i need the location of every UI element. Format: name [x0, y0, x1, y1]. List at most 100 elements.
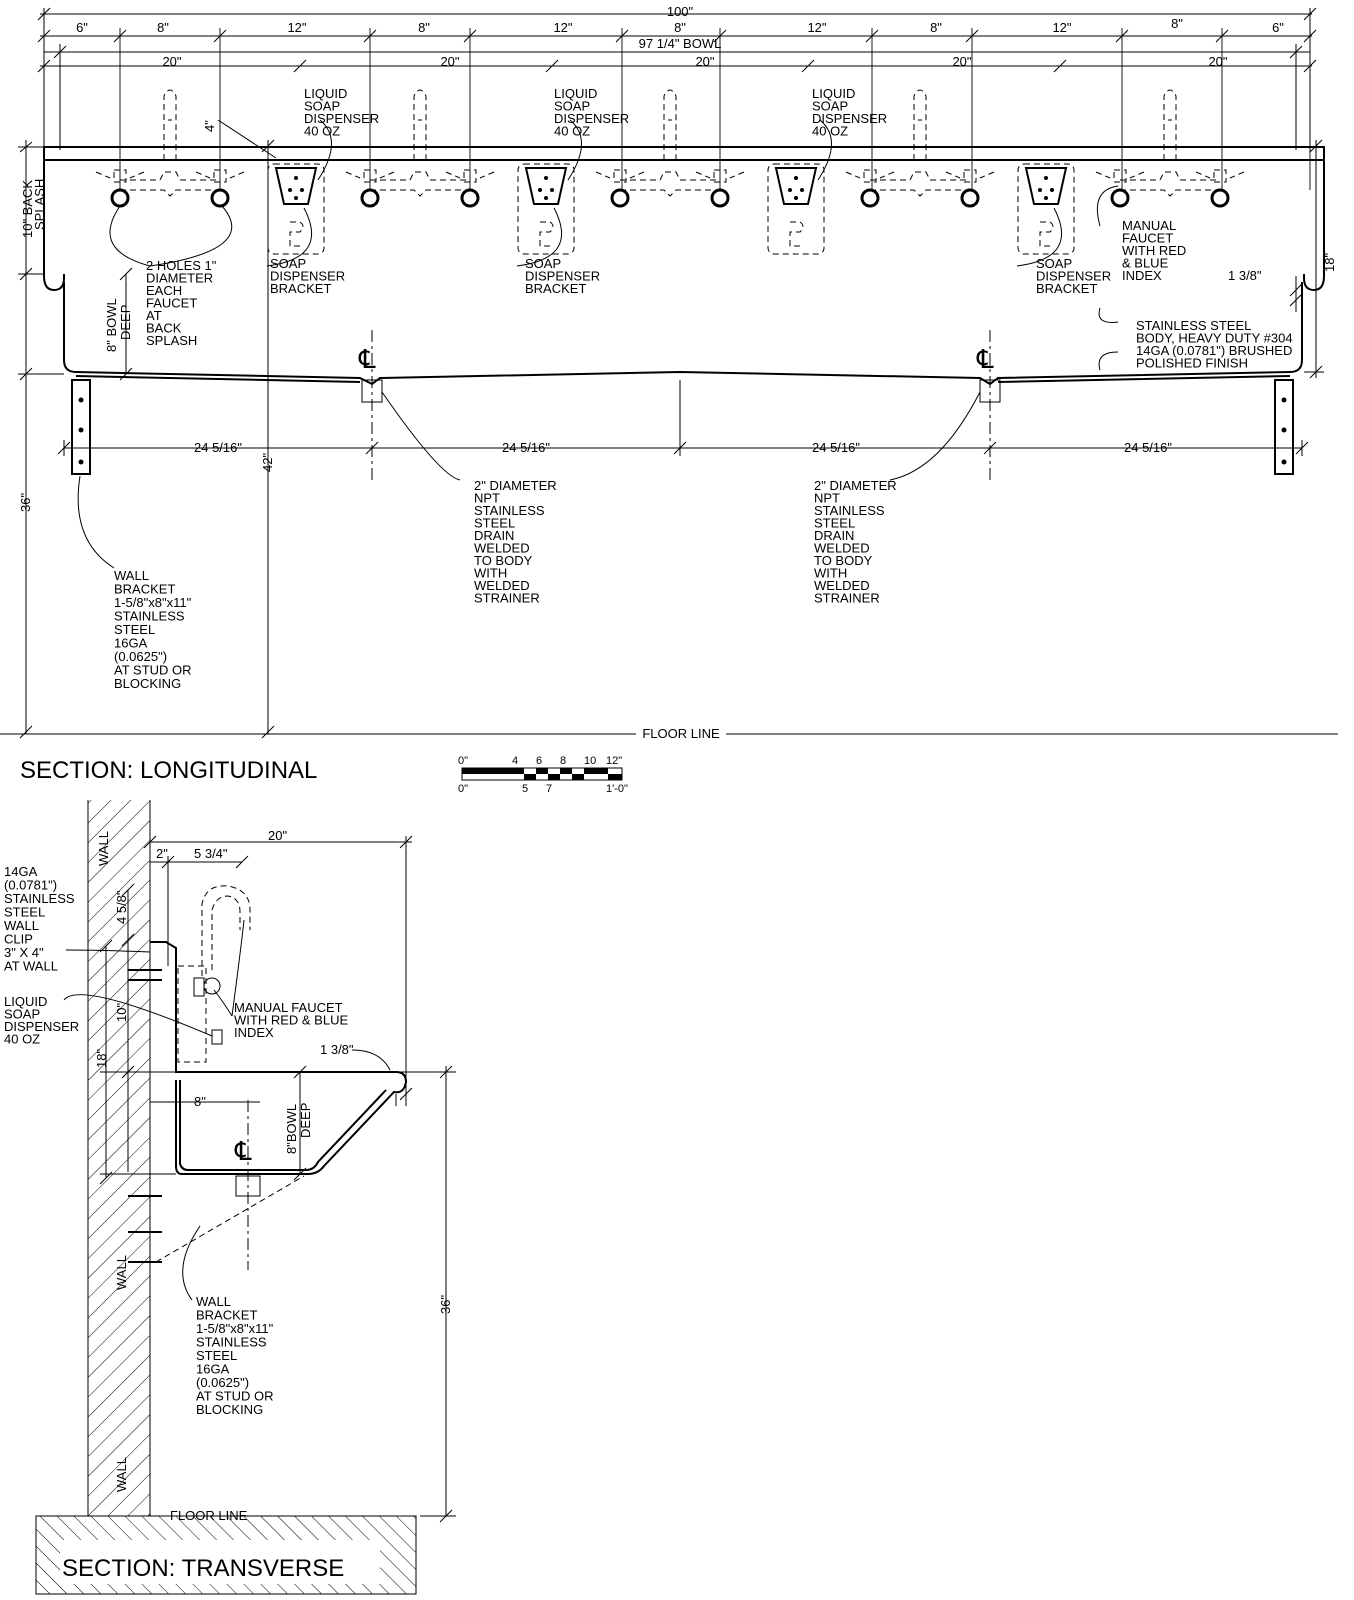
label-liquid-soap-2-line: LIQUID: [554, 86, 597, 101]
dim-back-splash-1: 10" BACK: [20, 180, 35, 238]
label-wall-bracket-line: AT STUD OR: [114, 663, 192, 678]
label-t-wall-bracket-line: BRACKET: [196, 1308, 257, 1323]
wall-label-1: WALL: [96, 831, 111, 866]
label-drain-2-line: NPT: [814, 491, 840, 506]
faucet-group: [95, 89, 1245, 208]
dim-twenty-3: 20": [695, 54, 714, 69]
bottom-dimensions: [57, 380, 1309, 456]
label-two-holes-line: DIAMETER: [146, 271, 213, 286]
label-soap-bracket-3-line: SOAP: [1036, 256, 1072, 271]
dim-forty-two: 42": [260, 453, 275, 472]
label-manual-faucet-line: INDEX: [1122, 268, 1162, 283]
label-wall-clip-line: STAINLESS: [4, 891, 75, 906]
soap-dispenser-4: [1017, 163, 1075, 255]
label-wall-bracket-line: BLOCKING: [114, 676, 181, 691]
faucet-station-4: [845, 89, 995, 208]
dim-thirty-six: 36": [18, 493, 33, 512]
label-wall-clip-line: AT WALL: [4, 959, 58, 974]
scale-bot-1: 5: [522, 783, 528, 795]
dim-t-10: 10": [114, 1003, 129, 1022]
right-dimensions: [1289, 139, 1324, 379]
label-t-liquid-soap-line: LIQUID: [4, 994, 47, 1009]
label-stainless-body-line: STAINLESS STEEL: [1136, 318, 1251, 333]
label-wall-bracket-line: 1-5/8"x8"x11": [114, 595, 192, 610]
label-stainless-body-line: BODY, HEAVY DUTY #304: [1136, 331, 1293, 346]
dim-seg-4: 8": [418, 20, 430, 35]
label-drain-1-line: STRAINER: [474, 591, 540, 606]
label-drain-1-line: NPT: [474, 491, 500, 506]
dim-t-bowl-deep-1: 8"BOWL: [284, 1104, 299, 1154]
label-wall-clip-line: 3" X 4": [4, 945, 44, 960]
centerline-symbol-transverse: ℄: [234, 1137, 252, 1166]
label-soap-bracket-2-line: DISPENSER: [525, 269, 600, 284]
dim-seg-2: 8": [157, 20, 169, 35]
dim-t-138: 1 3/8": [320, 1042, 354, 1057]
label-t-wall-bracket-line: (0.0625"): [196, 1375, 249, 1390]
dim-bowl-deep-1: 8" BOWL: [104, 298, 119, 352]
scale-top-0: 0": [458, 755, 468, 767]
label-two-holes-line: EACH: [146, 283, 182, 298]
dim-seg-3: 12": [287, 20, 306, 35]
dim-t-8: 8": [194, 1094, 206, 1109]
floor-line-transverse: FLOOR LINE: [170, 1508, 248, 1523]
dim-t-bowl-deep-2: DEEP: [298, 1103, 313, 1138]
dim-t-18: 18": [94, 1049, 109, 1068]
label-soap-bracket-2-line: SOAP: [525, 256, 561, 271]
scale-top-2: 6: [536, 755, 542, 767]
label-t-manual-faucet-line: WITH RED & BLUE: [234, 1013, 348, 1028]
label-manual-faucet-line: WITH RED: [1122, 243, 1186, 258]
dim-twenty-5: 20": [1208, 54, 1227, 69]
label-drain-2-line: WITH: [814, 566, 847, 581]
label-manual-faucet-line: & BLUE: [1122, 256, 1169, 271]
faucet-hole: [1210, 188, 1230, 208]
drain-right: ℄: [976, 330, 1001, 480]
label-two-holes-line: SPLASH: [146, 333, 197, 348]
dim-overall: 100": [667, 4, 694, 19]
label-drain-1: 2" DIAMETERNPTSTAINLESSSTEELDRAINWELDEDT…: [474, 478, 557, 606]
scale-bar: [461, 767, 623, 781]
label-t-wall-bracket-line: STEEL: [196, 1348, 237, 1363]
faucet-hole: [710, 188, 730, 208]
dim-back-splash-2: SPLASH: [32, 179, 47, 230]
faucet-hole: [460, 188, 480, 208]
dim-bottom-2: 24 5/16": [502, 440, 550, 455]
label-drain-2-line: WELDED: [814, 541, 870, 556]
dim-bottom-3: 24 5/16": [812, 440, 860, 455]
transverse-leaders: [63, 919, 391, 1301]
label-wall-bracket-line: WALL: [114, 568, 149, 583]
dim-t-534: 5 3/4": [194, 846, 228, 861]
label-drain-1-line: WELDED: [474, 541, 530, 556]
transverse-dimensions: [99, 835, 456, 1523]
dim-seg-8: 8": [930, 20, 942, 35]
dim-t-2: 2": [156, 846, 168, 861]
label-wall-bracket-line: (0.0625"): [114, 649, 167, 664]
label-liquid-soap-3-line: DISPENSER: [812, 111, 887, 126]
scale-top-1: 4: [512, 755, 518, 767]
label-drain-1-line: 2" DIAMETER: [474, 478, 557, 493]
label-wall-clip-line: CLIP: [4, 932, 33, 947]
label-two-holes-line: BACK: [146, 321, 182, 336]
soap-dispenser-2: [517, 163, 575, 255]
label-drain-2-line: DRAIN: [814, 528, 854, 543]
label-wall-bracket-line: 16GA: [114, 636, 148, 651]
dim-bowl-deep-2: DEEP: [118, 305, 133, 340]
wall-bracket-right: [1274, 379, 1294, 475]
faucet-hole: [860, 188, 880, 208]
label-wall-clip-line: STEEL: [4, 905, 45, 920]
dim-twenty-4: 20": [952, 54, 971, 69]
label-t-manual-faucet-line: MANUAL FAUCET: [234, 1000, 343, 1015]
label-t-liquid-soap-line: 40 OZ: [4, 1032, 40, 1047]
label-two-holes-line: 2 HOLES 1": [146, 258, 217, 273]
label-t-wall-bracket-line: BLOCKING: [196, 1402, 263, 1417]
label-drain-1-line: TO BODY: [474, 553, 533, 568]
sink-body: [43, 146, 1325, 386]
label-drain-2-line: STAINLESS: [814, 503, 885, 518]
faucet-hole: [960, 188, 980, 208]
label-t-liquid-soap-line: DISPENSER: [4, 1019, 79, 1034]
label-drain-1-line: WITH: [474, 566, 507, 581]
